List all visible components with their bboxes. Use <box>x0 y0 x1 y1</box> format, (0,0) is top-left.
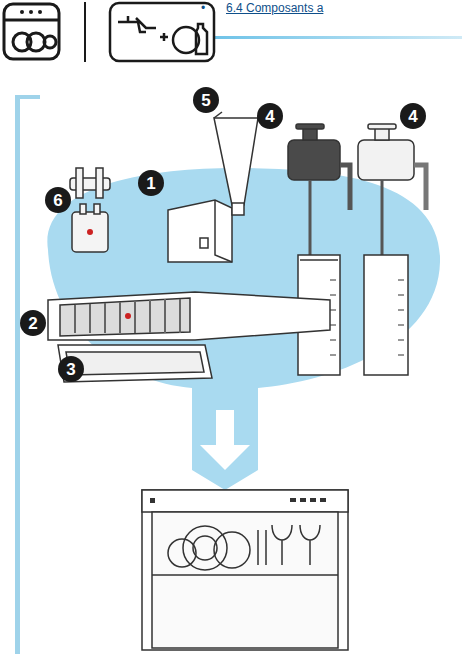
callout-number: 2 <box>20 310 46 336</box>
callout-text: 6 <box>53 192 62 209</box>
callout-number: 1 <box>138 170 164 196</box>
callout-number: 5 <box>193 87 219 113</box>
bullet: • <box>201 1 205 15</box>
callout-number: 6 <box>45 187 71 213</box>
callout-text: 1 <box>146 175 155 192</box>
callout-number: 3 <box>58 356 84 382</box>
callout-number: 4 <box>400 103 426 129</box>
section-link: 6.4 Composants a <box>226 1 323 15</box>
callout-text: 2 <box>28 315 37 332</box>
callout-number: 4 <box>257 103 283 129</box>
callout-text: 4 <box>408 108 417 125</box>
callout-text: 3 <box>66 361 75 378</box>
callout-text: 5 <box>201 92 210 109</box>
callout-text: 4 <box>265 108 274 125</box>
